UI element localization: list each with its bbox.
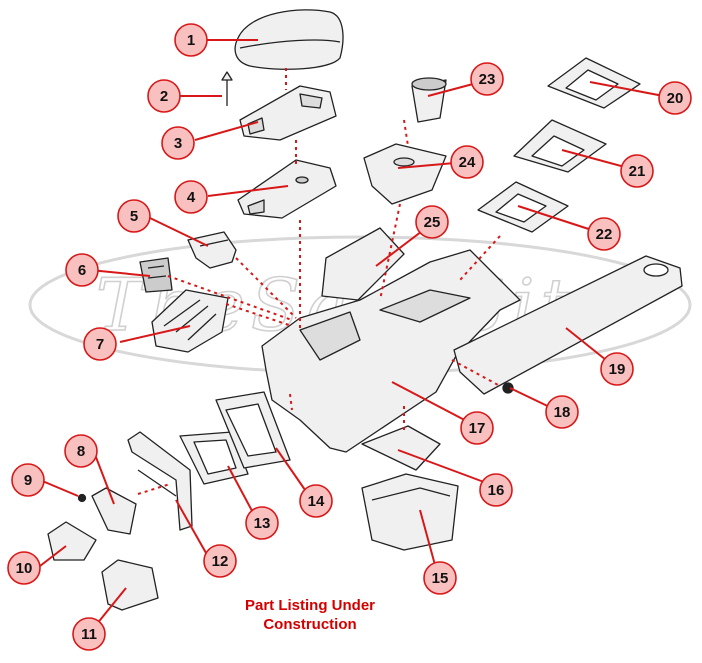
svg-text:13: 13	[254, 515, 271, 532]
svg-text:23: 23	[479, 71, 496, 88]
part-frame	[127, 431, 193, 531]
parts	[47, 9, 683, 611]
callout-13: 13	[245, 506, 279, 540]
svg-text:22: 22	[596, 226, 613, 243]
part-tray	[151, 289, 229, 353]
callout-18: 18	[545, 395, 579, 429]
callout-16: 16	[479, 473, 513, 507]
svg-text:12: 12	[212, 553, 229, 570]
callout-3: 3	[161, 126, 195, 160]
callout-19: 19	[600, 352, 634, 386]
callout-8: 8	[64, 434, 98, 468]
part-grommet	[502, 382, 514, 394]
svg-text:17: 17	[469, 420, 486, 437]
part-armrest-lid	[234, 9, 344, 70]
callout-10: 10	[7, 551, 41, 585]
svg-text:21: 21	[629, 163, 646, 180]
part-side-trim	[453, 255, 683, 395]
svg-text:3: 3	[174, 135, 182, 152]
construction-caption: Part Listing Under Construction	[180, 596, 440, 634]
part-bracket	[187, 231, 237, 269]
svg-text:8: 8	[77, 443, 85, 460]
svg-text:14: 14	[308, 493, 325, 510]
svg-text:11: 11	[81, 626, 97, 643]
callout-21: 21	[620, 154, 654, 188]
callout-6: 6	[65, 253, 99, 287]
svg-text:4: 4	[187, 189, 196, 206]
dotted-assembly-lines	[137, 68, 501, 495]
part-cup	[411, 77, 447, 123]
callout-23: 23	[470, 62, 504, 96]
callouts: 1 2 3 4 5 6 7 8 9 10 11 12 13 14 15 16 1…	[7, 23, 692, 651]
svg-text:20: 20	[667, 90, 684, 107]
caption-line-1: Part Listing Under	[244, 597, 375, 614]
svg-text:19: 19	[609, 361, 626, 378]
part-lid-base	[237, 159, 337, 219]
part-cup-holder	[363, 143, 447, 205]
callout-5: 5	[117, 199, 151, 233]
part-panel	[215, 391, 291, 469]
svg-text:2: 2	[160, 88, 168, 105]
caption-line-2: Construction	[263, 616, 357, 633]
svg-text:25: 25	[424, 214, 441, 231]
part-storage-box	[361, 473, 459, 551]
part-screw	[77, 493, 87, 503]
svg-text:10: 10	[16, 560, 33, 577]
part-console-body	[261, 249, 521, 453]
callout-15: 15	[423, 561, 457, 595]
callout-24: 24	[450, 145, 484, 179]
callout-4: 4	[174, 180, 208, 214]
callout-17: 17	[460, 411, 494, 445]
svg-text:1: 1	[187, 32, 195, 49]
callout-7: 7	[83, 327, 117, 361]
svg-text:6: 6	[78, 262, 86, 279]
callout-9: 9	[11, 463, 45, 497]
callout-11: 11	[72, 617, 106, 651]
part-ashtray-insert	[91, 487, 137, 535]
part-trim-piece	[321, 227, 405, 301]
svg-text:15: 15	[432, 570, 449, 587]
part-clip	[139, 257, 173, 293]
callout-12: 12	[203, 544, 237, 578]
callout-14: 14	[299, 484, 333, 518]
svg-text:16: 16	[488, 482, 505, 499]
part-shift-boot-2	[513, 119, 607, 173]
part-drawer	[101, 559, 159, 611]
callout-25: 25	[415, 205, 449, 239]
callout-22: 22	[587, 217, 621, 251]
svg-text:18: 18	[554, 404, 571, 421]
callout-20: 20	[658, 81, 692, 115]
svg-text:24: 24	[459, 154, 476, 171]
callout-1: 1	[174, 23, 208, 57]
svg-text:7: 7	[96, 336, 104, 353]
part-lid-hinge	[239, 85, 337, 141]
callout-2: 2	[147, 79, 181, 113]
svg-text:9: 9	[24, 472, 32, 489]
part-pin	[221, 71, 233, 106]
svg-text:5: 5	[130, 208, 138, 225]
